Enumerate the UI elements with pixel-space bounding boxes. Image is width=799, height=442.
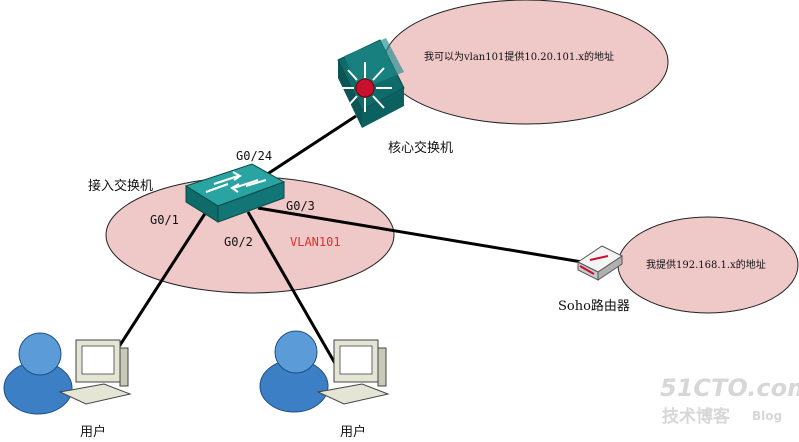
user-left-icon [3, 332, 73, 415]
port-g0-1: G0/1 [150, 213, 179, 227]
port-g0-3: G0/3 [286, 199, 315, 213]
access-switch-label: 接入交换机 [88, 178, 153, 194]
link-access-soho [257, 206, 583, 264]
user-right-label: 用户 [340, 424, 366, 440]
core-switch-icon [337, 38, 405, 128]
core-switch-label: 核心交换机 [388, 140, 453, 156]
vlan-label: VLAN101 [290, 235, 341, 249]
soho-bubble-text: 我提供192.168.1.x的地址 [646, 258, 766, 271]
link-access-user-right [246, 211, 342, 373]
port-g0-2: G0/2 [224, 235, 253, 249]
core-bubble-text: 我可以为vlan101提供10.20.101.x的地址 [424, 50, 614, 63]
port-g0-24: G0/24 [236, 149, 272, 163]
watermark: 51CTO.com 技术博客 Blog [660, 374, 799, 427]
user-right-icon [259, 330, 329, 413]
soho-router-icon [577, 245, 623, 281]
user-left-label: 用户 [80, 424, 106, 440]
computer-right-icon [316, 339, 390, 405]
computer-left-icon [58, 339, 132, 405]
watermark-site: 51CTO.com [660, 374, 799, 402]
watermark-blog: Blog [752, 409, 782, 423]
access-switch-icon [184, 163, 286, 223]
watermark-sub: 技术博客 [662, 406, 731, 427]
soho-router-label: Soho路由器 [558, 298, 630, 314]
